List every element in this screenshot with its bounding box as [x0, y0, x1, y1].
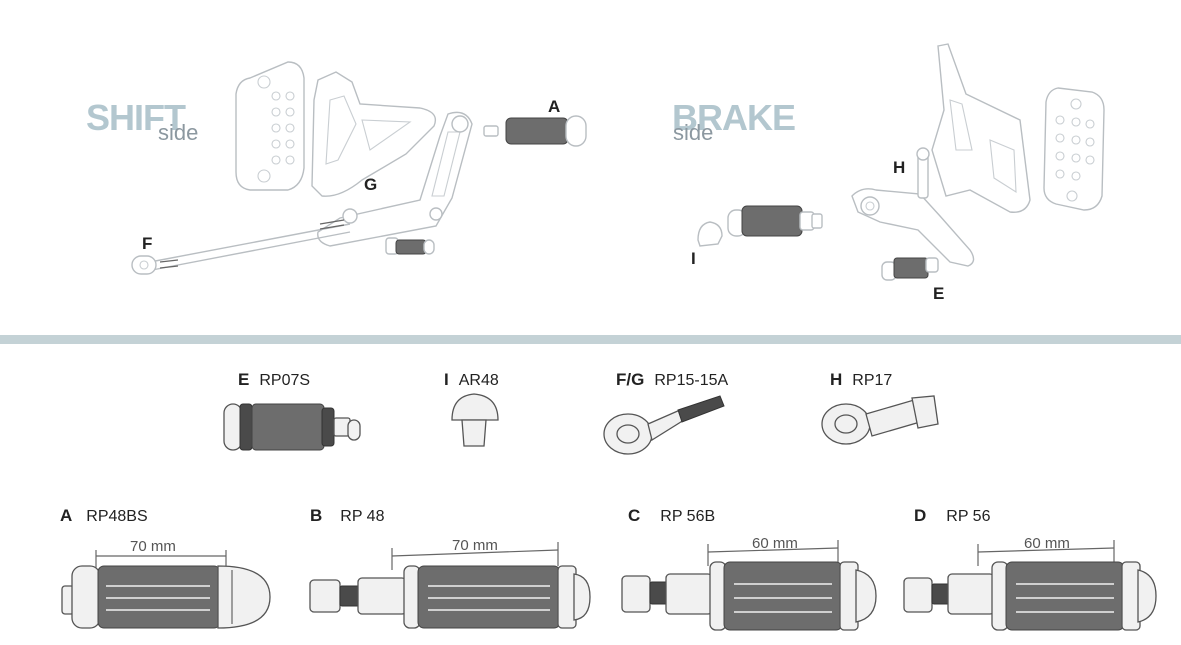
brake-cap-i: [697, 221, 723, 247]
part-i-letter: I: [444, 370, 449, 389]
part-e-image: [223, 403, 361, 451]
peg-a-code: RP48BS: [86, 508, 148, 525]
shift-subtitle: side: [158, 120, 199, 145]
peg-a-image: [61, 550, 271, 629]
callout-a: A: [548, 97, 561, 116]
shift-heel-plate: [235, 61, 305, 191]
brake-main-bracket: [931, 43, 1031, 213]
callout-h: H: [893, 158, 906, 177]
peg-c-code: RP 56B: [660, 508, 716, 525]
part-e-code: RP07S: [259, 372, 311, 389]
peg-d-letter: D: [914, 506, 927, 525]
part-i-label: I AR48: [444, 370, 499, 390]
part-h-image: [821, 395, 939, 445]
peg-b-letter: B: [310, 506, 323, 525]
part-e-letter: E: [238, 370, 250, 389]
peg-a-dimension: 70 mm: [130, 538, 176, 555]
peg-c-label: C RP 56B: [628, 506, 715, 526]
peg-c-image: [621, 540, 877, 631]
brake-title: BRAKE: [672, 97, 796, 138]
peg-d-dimension: 60 mm: [1024, 535, 1070, 552]
brake-lever: [851, 188, 975, 267]
part-h-label: H RP17: [830, 370, 892, 390]
shift-small-peg: [385, 237, 435, 255]
section-divider: [0, 335, 1181, 344]
peg-b-label: B RP 48: [310, 506, 384, 526]
part-i-code: AR48: [458, 372, 499, 389]
shift-main-bracket: [311, 71, 437, 197]
callout-f: F: [142, 234, 153, 253]
shift-footpeg-a: [483, 115, 587, 147]
part-fg-image: [603, 395, 725, 455]
part-fg-letter: F/G: [616, 370, 645, 389]
peg-d-code: RP 56: [946, 508, 991, 525]
part-fg-code: RP15-15A: [654, 372, 729, 389]
peg-c-letter: C: [628, 506, 641, 525]
part-h-code: RP17: [852, 372, 893, 389]
callout-i: I: [691, 249, 696, 268]
shift-side-assembly-drawing: [131, 61, 587, 275]
brake-heel-plate: [1043, 87, 1105, 211]
part-h-letter: H: [830, 370, 843, 389]
peg-d-image: [903, 540, 1157, 631]
callout-e: E: [933, 284, 945, 303]
brake-subtitle: side: [673, 120, 714, 145]
part-fg-label: F/G RP15-15A: [616, 370, 728, 390]
peg-b-code: RP 48: [340, 508, 385, 525]
brake-footpeg: [727, 205, 823, 237]
peg-c-dimension: 60 mm: [752, 535, 798, 552]
brake-small-peg-e: [881, 257, 939, 281]
peg-d-label: D RP 56: [914, 506, 990, 526]
shift-title: SHIFT: [86, 97, 186, 138]
peg-b-dimension: 70 mm: [452, 537, 498, 554]
part-i-image: [451, 393, 499, 447]
peg-b-image: [309, 542, 591, 629]
callout-g: G: [364, 175, 378, 194]
part-e-label: E RP07S: [238, 370, 310, 390]
brake-side-assembly-drawing: [697, 43, 1105, 281]
peg-a-label: A RP48BS: [60, 506, 148, 526]
peg-a-letter: A: [60, 506, 73, 525]
